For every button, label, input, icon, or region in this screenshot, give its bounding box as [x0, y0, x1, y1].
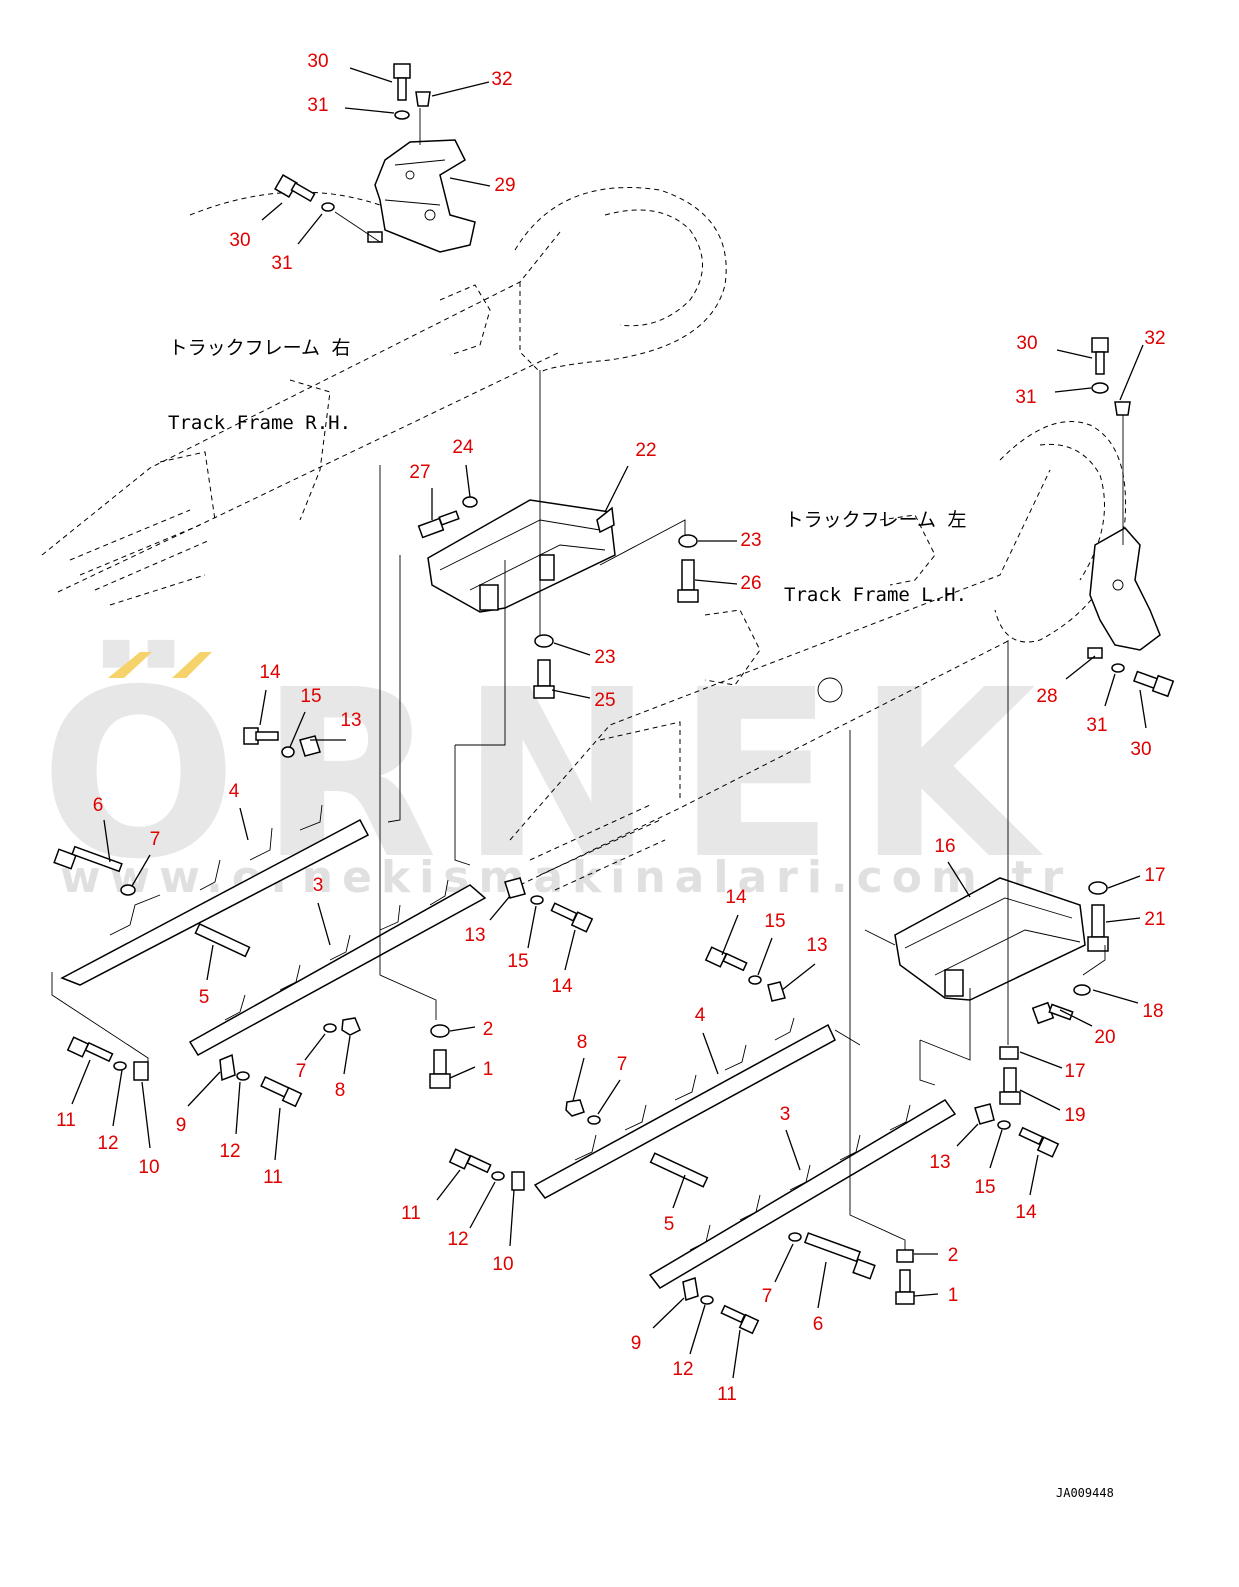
callout-16: 16	[934, 836, 955, 857]
callout-17: 17	[1064, 1061, 1085, 1082]
callout-11: 11	[401, 1203, 421, 1224]
bracket-28	[1087, 337, 1175, 698]
label-track-frame-rh-en: Track Frame R.H.	[168, 412, 352, 434]
callout-12: 12	[219, 1141, 240, 1162]
callout-5: 5	[664, 1214, 675, 1235]
callout-30: 30	[1016, 333, 1037, 354]
label-track-frame-lh-jp: トラックフレーム 左	[784, 509, 967, 531]
callout-7: 7	[296, 1061, 307, 1082]
callout-17: 17	[1144, 865, 1165, 886]
callout-10: 10	[138, 1157, 159, 1178]
callout-27: 27	[409, 462, 430, 483]
callout-23: 23	[740, 530, 761, 551]
callout-15: 15	[764, 911, 785, 932]
rail-set-left	[53, 727, 487, 1056]
callout-14: 14	[1015, 1202, 1037, 1223]
callout-14: 14	[259, 662, 281, 683]
callout-12: 12	[447, 1229, 468, 1250]
callout-28: 28	[1036, 686, 1057, 707]
callout-31: 31	[1015, 387, 1036, 408]
callout-31: 31	[1086, 715, 1107, 736]
callout-14: 14	[551, 976, 573, 997]
callout-11: 11	[263, 1167, 283, 1188]
callout-32: 32	[1144, 328, 1165, 349]
bolt-30-top	[274, 63, 431, 212]
callout-31: 31	[307, 95, 328, 116]
callout-14: 14	[725, 887, 747, 908]
leader-lines	[71, 67, 1147, 1379]
rail-set-right	[533, 1017, 957, 1305]
callout-1: 1	[948, 1285, 959, 1306]
callout-25: 25	[594, 690, 615, 711]
callout-15: 15	[300, 686, 321, 707]
callout-9: 9	[176, 1115, 187, 1136]
callout-15: 15	[974, 1177, 995, 1198]
callout-13: 13	[464, 925, 485, 946]
callout-11: 11	[56, 1110, 76, 1131]
callout-7: 7	[762, 1286, 773, 1307]
callout-2: 2	[948, 1245, 959, 1266]
callout-6: 6	[813, 1314, 824, 1335]
callout-18: 18	[1142, 1001, 1163, 1022]
track-frame-rh	[41, 187, 727, 606]
drawing-code: JA009448	[1056, 1486, 1114, 1500]
callout-24: 24	[452, 437, 474, 458]
callout-12: 12	[672, 1359, 693, 1380]
callout-6: 6	[93, 795, 104, 816]
callout-7: 7	[150, 829, 161, 850]
callout-29: 29	[494, 175, 515, 196]
callout-13: 13	[929, 1152, 950, 1173]
label-track-frame-lh: トラックフレーム 左 Track Frame L.H.	[784, 458, 967, 658]
callout-23: 23	[594, 647, 615, 668]
callout-19: 19	[1064, 1105, 1085, 1126]
callout-30: 30	[307, 51, 328, 72]
label-track-frame-lh-en: Track Frame L.H.	[784, 584, 968, 606]
callout-9: 9	[631, 1333, 642, 1354]
watermark-umlaut	[108, 652, 212, 678]
callout-8: 8	[335, 1080, 346, 1101]
callout-11: 11	[717, 1384, 737, 1405]
small-fasteners	[66, 877, 1060, 1335]
callout-20: 20	[1094, 1027, 1115, 1048]
callout-13: 13	[340, 710, 361, 731]
callout-32: 32	[491, 69, 512, 90]
callout-26: 26	[740, 573, 761, 594]
callout-5: 5	[199, 987, 210, 1008]
callout-31: 31	[271, 253, 292, 274]
guard-22	[427, 499, 616, 613]
callout-30: 30	[1130, 739, 1151, 760]
callout-13: 13	[806, 935, 827, 956]
bracket-29	[367, 139, 476, 253]
callout-2: 2	[483, 1019, 494, 1040]
callout-10: 10	[492, 1254, 513, 1275]
callout-3: 3	[780, 1104, 791, 1125]
callout-22: 22	[635, 440, 656, 461]
callout-12: 12	[97, 1133, 118, 1154]
reference-lines	[51, 108, 1124, 1250]
callout-15: 15	[507, 951, 528, 972]
callout-1: 1	[483, 1059, 494, 1080]
callout-4: 4	[229, 781, 240, 802]
callout-30: 30	[229, 230, 250, 251]
callout-8: 8	[577, 1032, 588, 1053]
callout-4: 4	[695, 1005, 706, 1026]
label-track-frame-rh: トラックフレーム 右 Track Frame R.H.	[168, 286, 351, 486]
label-track-frame-rh-jp: トラックフレーム 右	[168, 337, 351, 359]
guard-16	[894, 877, 1109, 1105]
callout-21: 21	[1144, 909, 1165, 930]
callout-7: 7	[617, 1054, 628, 1075]
callout-3: 3	[313, 875, 324, 896]
